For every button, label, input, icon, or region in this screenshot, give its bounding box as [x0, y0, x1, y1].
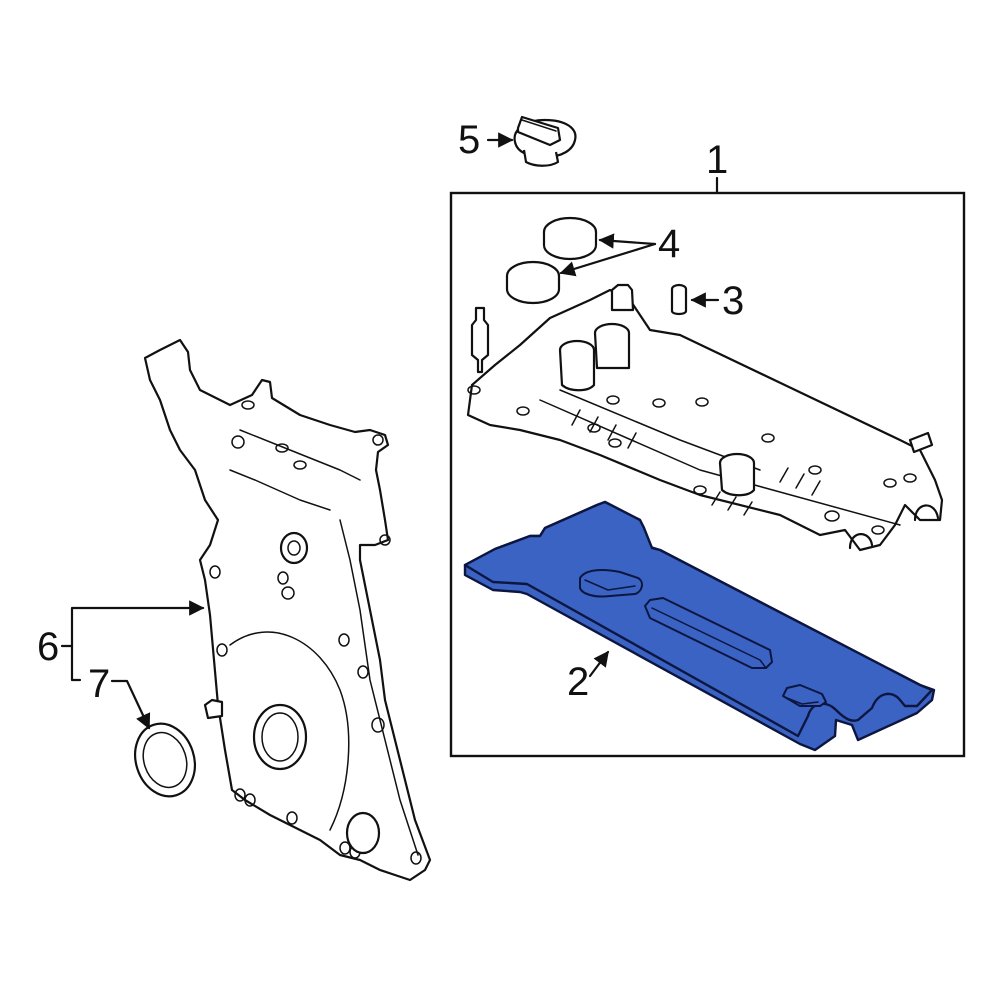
- callout-2[interactable]: 2: [567, 660, 590, 704]
- callout-3[interactable]: 3: [722, 279, 745, 323]
- front-seal-part[interactable]: [126, 716, 204, 804]
- dowel-sleeve-part[interactable]: [670, 283, 720, 316]
- callout-5[interactable]: 5: [458, 118, 481, 162]
- valve-cover-gasket-part[interactable]: [463, 500, 936, 752]
- oil-filler-cap-part[interactable]: [486, 115, 577, 167]
- callout-1[interactable]: 1: [706, 138, 729, 182]
- seal-rings-part[interactable]: [505, 216, 657, 305]
- callout-7[interactable]: 7: [88, 662, 111, 706]
- callout-6[interactable]: 6: [37, 625, 60, 669]
- assembly-box-1: [449, 176, 966, 758]
- timing-cover-part[interactable]: [143, 338, 432, 882]
- valve-cover-part[interactable]: [466, 283, 944, 552]
- callout-4[interactable]: 4: [658, 222, 681, 266]
- callout-lines-6-7: [60, 600, 205, 730]
